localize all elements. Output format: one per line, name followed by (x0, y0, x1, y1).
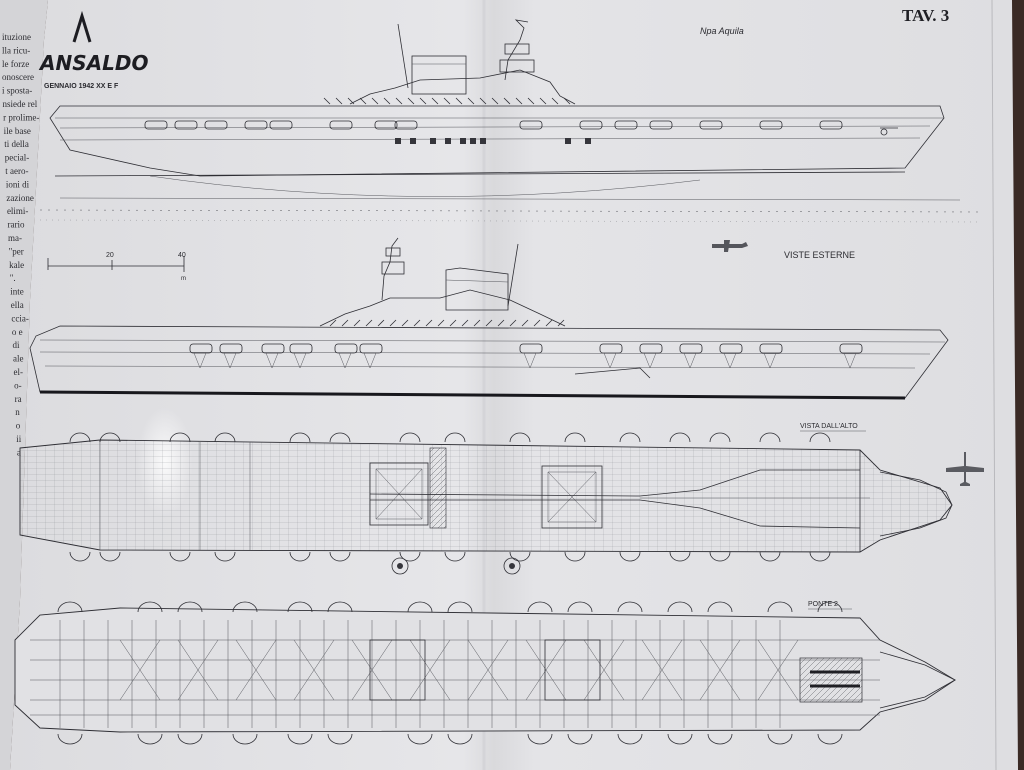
view-label-deck: PONTE 2 (808, 601, 838, 608)
left-page-line: ti della (4, 139, 29, 149)
left-page-line: ii (16, 434, 22, 444)
scale-tick-20: 20 (106, 252, 114, 259)
left-page-line: n (15, 407, 20, 417)
left-page-line: ccia- (11, 313, 28, 323)
deck-plan-ponte (14, 601, 956, 745)
left-page-line: ra (15, 394, 22, 404)
ansaldo-logo: ANSALDO GENNAIO 1942 XX E F (38, 10, 148, 90)
left-page (0, 0, 48, 770)
ladder-hatch (429, 447, 447, 529)
left-page-line: kale (9, 260, 24, 270)
left-page-line: t aero- (5, 166, 28, 176)
left-page-line: zazione (6, 193, 33, 203)
top-view-flight-deck (19, 432, 984, 575)
left-page-text: ituzione lla ricu-le forze onoscere i spost… (2, 32, 39, 457)
left-page-line: ale (13, 354, 24, 364)
logo-caption: GENNAIO 1942 XX E F (44, 83, 119, 90)
left-page-line: "per (9, 246, 24, 256)
logo-wordmark: ANSALDO (38, 51, 148, 75)
view-label-top: VISTA DALL'ALTO (800, 423, 858, 430)
side-profile-starboard (49, 19, 961, 201)
left-page-line: o- (14, 380, 22, 390)
scale-tick-40: 40 (178, 252, 186, 259)
left-page-line: ioni di (6, 179, 30, 189)
left-page-line: ituzione (2, 32, 31, 42)
left-page-line: ile base (4, 126, 31, 136)
left-page-line: i sposta- (2, 86, 32, 96)
left-page-line: ella (11, 300, 24, 310)
left-page-line: onoscere (2, 72, 34, 82)
left-page-line: ". (10, 273, 16, 283)
view-label-exterior: VISTE ESTERNE (784, 250, 855, 260)
plate-number: TAV. 3 (902, 6, 949, 25)
ship-name: Npa Aquila (700, 26, 744, 36)
aircraft-silhouette-small (712, 240, 748, 252)
left-page-line: le forze (2, 59, 29, 69)
left-page-line: elimi- (7, 206, 29, 216)
left-page-line: nsiede rel (3, 99, 38, 109)
elevator-fwd (541, 465, 603, 529)
main-page (10, 0, 1018, 770)
aircraft-icon-top (946, 452, 984, 486)
left-page-line: pecial- (5, 153, 29, 163)
scale-unit: m (181, 276, 186, 282)
left-page-line: o e (12, 327, 23, 337)
bow-machinery (799, 657, 863, 703)
left-page-line: inte (10, 287, 24, 297)
left-page-line: a (17, 447, 21, 457)
side-profile-port (29, 237, 949, 400)
left-page-line: o (16, 421, 21, 431)
left-page-line: ma- (8, 233, 22, 243)
left-page-line: r prolime- (3, 112, 39, 122)
left-page-line: el- (14, 367, 23, 377)
left-page-line: lla ricu- (2, 45, 30, 55)
scale-bar: 0 20 40 m (47, 252, 186, 282)
left-page-line: di (12, 340, 20, 350)
left-page-line: rario (8, 220, 25, 230)
